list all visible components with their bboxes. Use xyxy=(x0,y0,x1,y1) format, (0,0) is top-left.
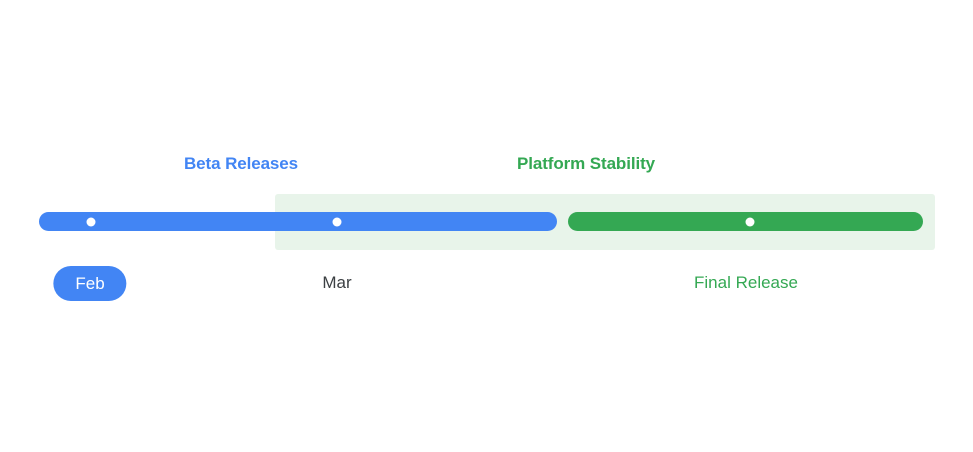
milestone-dot-mar[interactable] xyxy=(332,217,342,226)
milestone-dot-feb[interactable] xyxy=(86,217,96,226)
phase-label-platform-stability: Platform Stability xyxy=(516,154,656,173)
phase-label-beta-releases: Beta Releases xyxy=(184,154,298,173)
tick-label-feb-text: Feb xyxy=(75,273,105,293)
tick-label-final-release[interactable]: Final Release xyxy=(694,273,798,292)
segment-bar-platform-stability[interactable] xyxy=(568,212,923,231)
milestone-dot-final-release[interactable] xyxy=(745,217,755,226)
tick-label-feb[interactable]: Feb xyxy=(53,266,127,301)
segment-bar-beta-releases[interactable] xyxy=(39,212,557,231)
tick-label-mar[interactable]: Mar xyxy=(322,273,352,292)
